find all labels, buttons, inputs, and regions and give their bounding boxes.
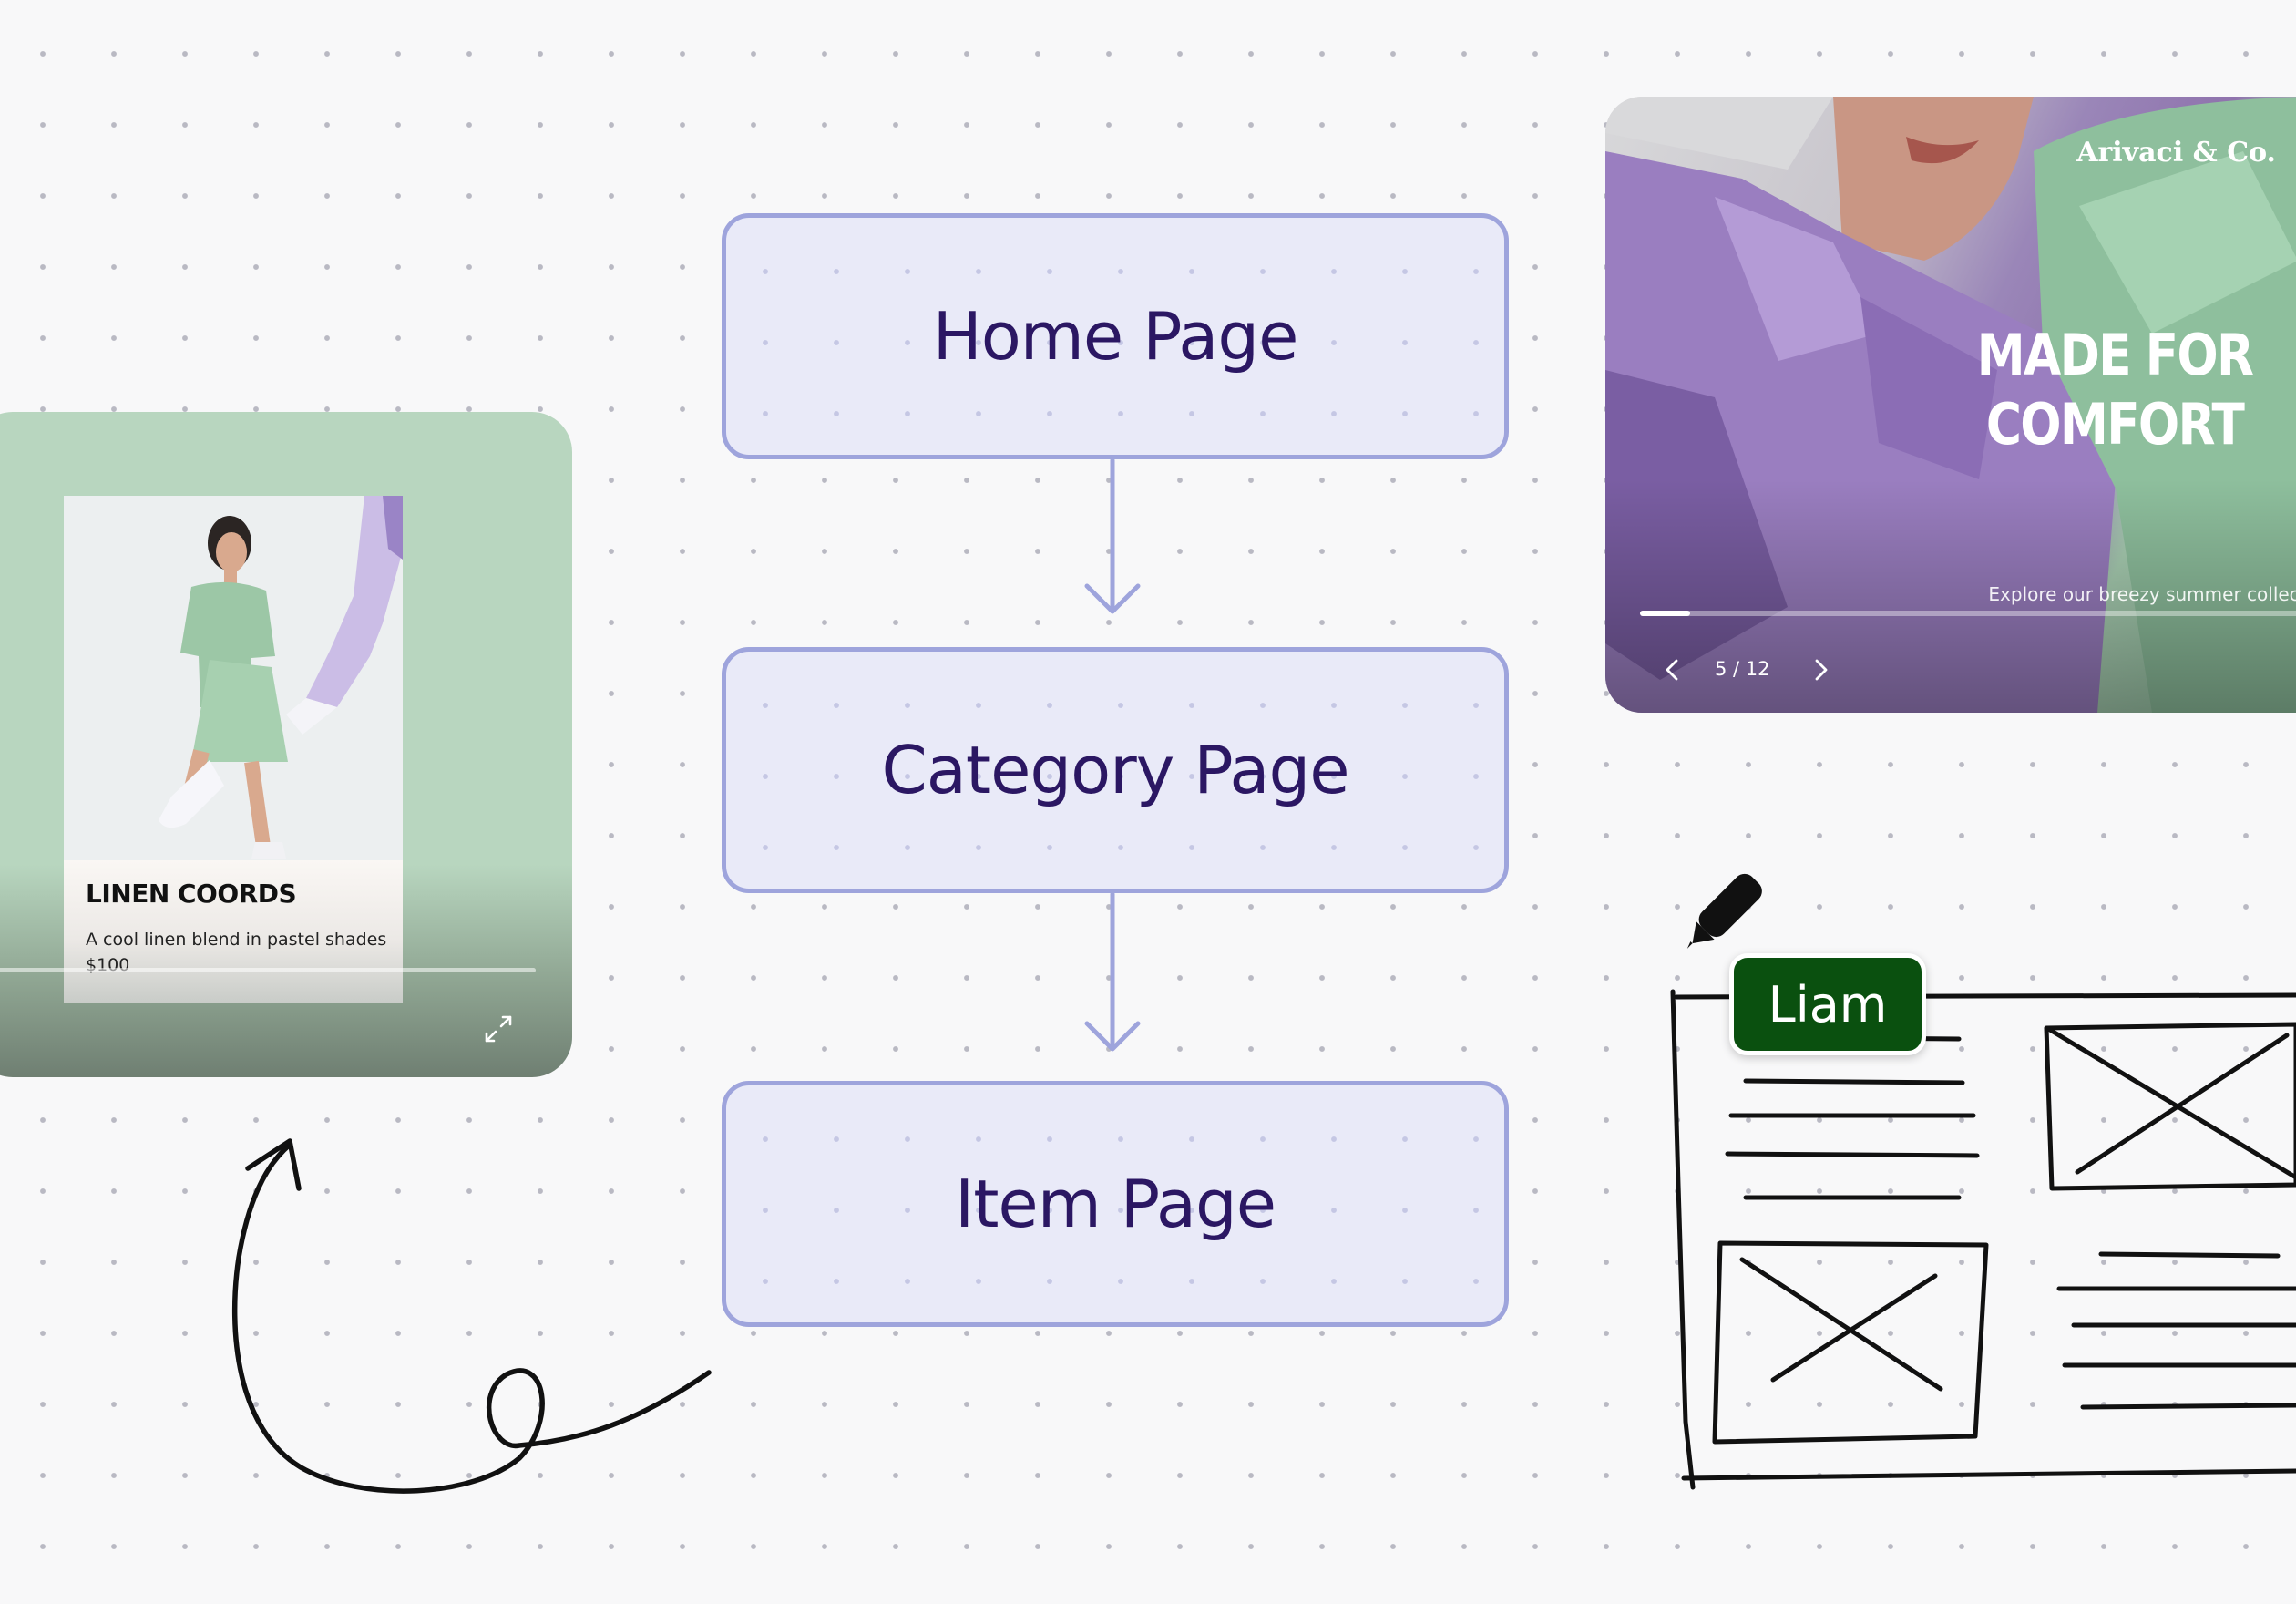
product-scrub-bar[interactable] xyxy=(0,968,536,972)
flow-node-home[interactable]: Home Page xyxy=(722,213,1509,459)
hero-progress-track[interactable] xyxy=(1640,611,2296,616)
collaborator-name: Liam xyxy=(1768,975,1888,1033)
hero-headline-line: COMFORT xyxy=(1985,391,2245,458)
expand-icon[interactable] xyxy=(483,1013,514,1044)
flow-node-item[interactable]: Item Page xyxy=(722,1081,1509,1327)
product-title: LINEN COORDS xyxy=(86,879,297,909)
product-info: LINEN COORDS A cool linen blend in paste… xyxy=(64,860,403,1002)
hero-photo xyxy=(1605,97,2296,713)
chevron-right-icon[interactable] xyxy=(1809,656,1833,684)
product-description: A cool linen blend in pastel shades xyxy=(86,930,387,950)
hero-banner-card[interactable]: Arivaci & Co. MADE FOR COMFORT Explore o… xyxy=(1605,97,2296,713)
chevron-left-icon[interactable] xyxy=(1660,656,1684,684)
flow-node-label: Item Page xyxy=(954,1166,1276,1242)
pen-icon xyxy=(1686,873,1762,949)
hero-brand-logo: Arivaci & Co. xyxy=(2076,137,2276,169)
hero-subtitle: Explore our breezy summer collection xyxy=(1988,583,2296,605)
slide-counter: 5 / 12 xyxy=(1715,658,1770,680)
product-photo xyxy=(64,496,403,869)
hero-headline: MADE FOR COMFORT xyxy=(1919,321,2296,459)
collaborator-tag: Liam xyxy=(1729,953,1926,1055)
hero-headline-line: MADE FOR xyxy=(1976,322,2254,388)
flow-node-label: Home Page xyxy=(932,298,1299,375)
flow-node-category[interactable]: Category Page xyxy=(722,647,1509,893)
product-card[interactable]: LINEN COORDS A cool linen blend in paste… xyxy=(0,412,572,1077)
flow-node-label: Category Page xyxy=(881,732,1349,808)
hero-progress-fill xyxy=(1640,611,1690,616)
